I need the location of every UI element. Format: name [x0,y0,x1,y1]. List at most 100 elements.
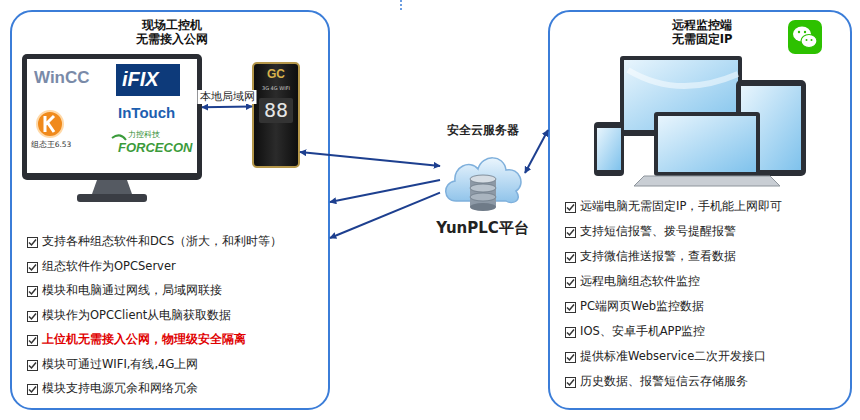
feature-item: 模块可通过WIFI,有线,4G上网 [42,357,327,371]
feature-item: 模块和电脑通过网线，局域网联接 [42,283,327,297]
kingview-logo [37,111,63,137]
checkbox-tick [567,380,574,386]
monitor-screen [27,59,197,173]
checkbox-tick [29,313,36,319]
cloud-outline [440,145,525,215]
gateway-module: GC3G 4G WIFI88 [252,62,300,168]
checkbox-frame [28,385,38,395]
software-logo: 组态王6.53 [26,140,76,149]
monitor-neck [92,180,132,194]
smartphone [594,122,624,176]
site-panel: 现场工控机 无需接入公网支持各种组态软件和DCS（浙大，和利时等） 组态软件作为O… [10,10,330,410]
checkbox-tick [29,338,36,344]
software-logo: InTouch [118,104,198,123]
feature-item: 模块作为OPCClient从电脑获取数据 [42,308,327,322]
checkbox-frame [566,328,576,338]
chat-bubble [793,27,811,42]
checkbox-frame [28,360,38,370]
checkbox-frame [28,336,38,346]
checkbox-frame [566,253,576,263]
checkbox-icon [565,302,576,313]
checkbox-tick [567,305,574,311]
phone-screen [597,128,621,170]
checkbox-tick [29,289,36,295]
checkbox-frame [566,378,576,388]
checkbox-icon [27,311,38,322]
network-connector [330,193,440,238]
checkbox-frame [566,203,576,213]
dotted-divider [400,0,402,12]
laptop-screen-frame [654,112,760,176]
network-connector [525,130,548,173]
feature-item: 支持微信推送报警，查看数据 [580,249,850,263]
tablet-screen [741,86,801,170]
platform-name: YunPLC平台 [415,219,550,238]
software-logo: 力控科技 [128,130,188,139]
monitor-stand [670,136,692,150]
feature-item: 远程电脑组态软件监控 [580,274,850,288]
checkbox-tick [567,255,574,261]
checkbox-icon [27,286,38,297]
feature-item: 上位机无需接入公网，物理级安全隔离 [42,332,327,346]
checkbox-icon [27,262,38,273]
kingview-k-mark [45,116,54,132]
checkbox-tick [567,280,574,286]
server-disc [470,193,496,201]
checkbox-tick [567,230,574,236]
checkbox-frame [566,278,576,288]
checkbox-tick [29,387,36,393]
checkbox-icon [27,237,38,248]
network-connector [300,152,440,166]
checkbox-icon [565,327,576,338]
remote-panel: 远程监控端 无需固定IP远端电脑无需固定IP，手机能上网即可支持短信报警、拨号提… [548,10,852,410]
bubble-eye [811,39,813,41]
server-disc [470,184,496,192]
laptop-base [634,176,780,186]
feature-item: 组态软件作为OPCServer [42,259,327,273]
checkbox-frame [28,287,38,297]
bubble-eye [804,31,806,33]
network-connector [330,180,440,202]
checkbox-icon [565,252,576,263]
server-disc [470,203,496,211]
checkbox-icon [565,352,576,363]
tablet [736,80,806,176]
checkbox-tick [567,205,574,211]
cloud-shape [446,158,521,203]
software-logo: WinCC [34,67,114,88]
monitor-screen [624,60,738,130]
checkbox-icon [27,335,38,346]
feature-item: 支持各种组态软件和DCS（浙大，和利时等） [42,234,327,248]
panel-title: 远程监控端 无需固定IP [647,18,757,47]
checkbox-frame [566,303,576,313]
cloud-heading: 安全云服务器 [420,123,545,137]
checkbox-icon [565,277,576,288]
laptop-screen [658,116,756,172]
feature-item: IOS、安卓手机APP监控 [580,324,850,338]
chat-bubble [801,35,817,48]
checkbox-frame [28,262,38,272]
checkbox-tick [29,362,36,368]
checkbox-icon [27,360,38,371]
feature-item: 远端电脑无需固定IP，手机能上网即可 [580,199,850,213]
monitor-bezel [22,54,202,180]
checkbox-icon [27,384,38,395]
wechat-icon [788,20,822,54]
checkbox-tick [29,240,36,246]
bubble-eye [798,31,800,33]
cloud-server: 安全云服务器YunPLC平台 [440,145,525,215]
checkbox-icon [565,202,576,213]
server-disc [470,175,496,183]
checkbox-tick [567,355,574,361]
icon-background [788,20,822,54]
checkbox-frame [28,238,38,248]
feature-item: 提供标准Webservice二次开发接口 [580,349,850,363]
software-logo: FORCECON [118,140,198,156]
software-logo: iFIX [122,67,178,92]
feature-item: 模块支持电源冗余和网络冗余 [42,381,327,395]
panel-title: 现场工控机 无需接入公网 [117,18,227,47]
checkbox-icon [565,377,576,388]
checkbox-tick [29,264,36,270]
module-display: 88 [259,98,293,123]
